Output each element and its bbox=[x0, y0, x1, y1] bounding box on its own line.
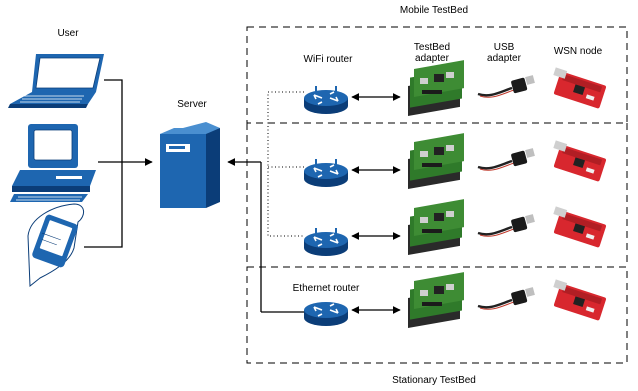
server-top-panel bbox=[160, 128, 220, 134]
mobile-testbed-side-boundary bbox=[246, 123, 628, 267]
usb-cable bbox=[476, 212, 537, 238]
wsn-node-board bbox=[553, 279, 607, 321]
server-drive-slot bbox=[169, 146, 185, 149]
mobile-testbed-title: Mobile TestBed bbox=[400, 5, 468, 16]
wireless-links bbox=[267, 91, 304, 237]
usb-adapter-label-line2: adapter bbox=[487, 53, 522, 64]
testbed-adapter-board bbox=[408, 272, 464, 328]
server-label: Server bbox=[177, 99, 207, 110]
wsn-node-board bbox=[553, 67, 607, 109]
wifi-router-label: WiFi router bbox=[304, 54, 354, 65]
mobile-testbed-top-boundary bbox=[246, 26, 628, 124]
stationary-testbed-title: Stationary TestBed bbox=[392, 375, 476, 386]
usb-cable bbox=[476, 146, 537, 172]
usb-adapter-label-line1: USB bbox=[494, 42, 515, 53]
stationary-testbed-boundary bbox=[246, 266, 628, 364]
testbed-adapter-board bbox=[408, 199, 464, 255]
ethernet-router-label: Ethernet router bbox=[293, 283, 360, 294]
usb-cable bbox=[476, 73, 537, 99]
wsn-node-label: WSN node bbox=[554, 46, 603, 57]
wifi-router-icon bbox=[303, 158, 349, 188]
server-side-panel bbox=[206, 128, 220, 208]
testbed-adapter-board bbox=[408, 60, 464, 116]
testbed-adapter-board bbox=[408, 133, 464, 189]
wsn-node-board bbox=[553, 206, 607, 248]
desktop-computer-icon bbox=[10, 124, 96, 202]
wifi-router-icon bbox=[303, 227, 349, 257]
user-label: User bbox=[57, 28, 79, 39]
usb-cable bbox=[476, 285, 537, 311]
handheld-device-icon bbox=[27, 203, 84, 288]
wsn-node-board bbox=[553, 140, 607, 182]
testbed-adapter-label-line1: TestBed bbox=[414, 42, 450, 53]
laptop-icon bbox=[8, 54, 104, 108]
testbed-adapter-label-line2: adapter bbox=[415, 53, 450, 64]
wifi-router-icon bbox=[303, 85, 349, 115]
user-bracket-line bbox=[84, 79, 123, 248]
ethernet-router-icon bbox=[304, 302, 348, 326]
